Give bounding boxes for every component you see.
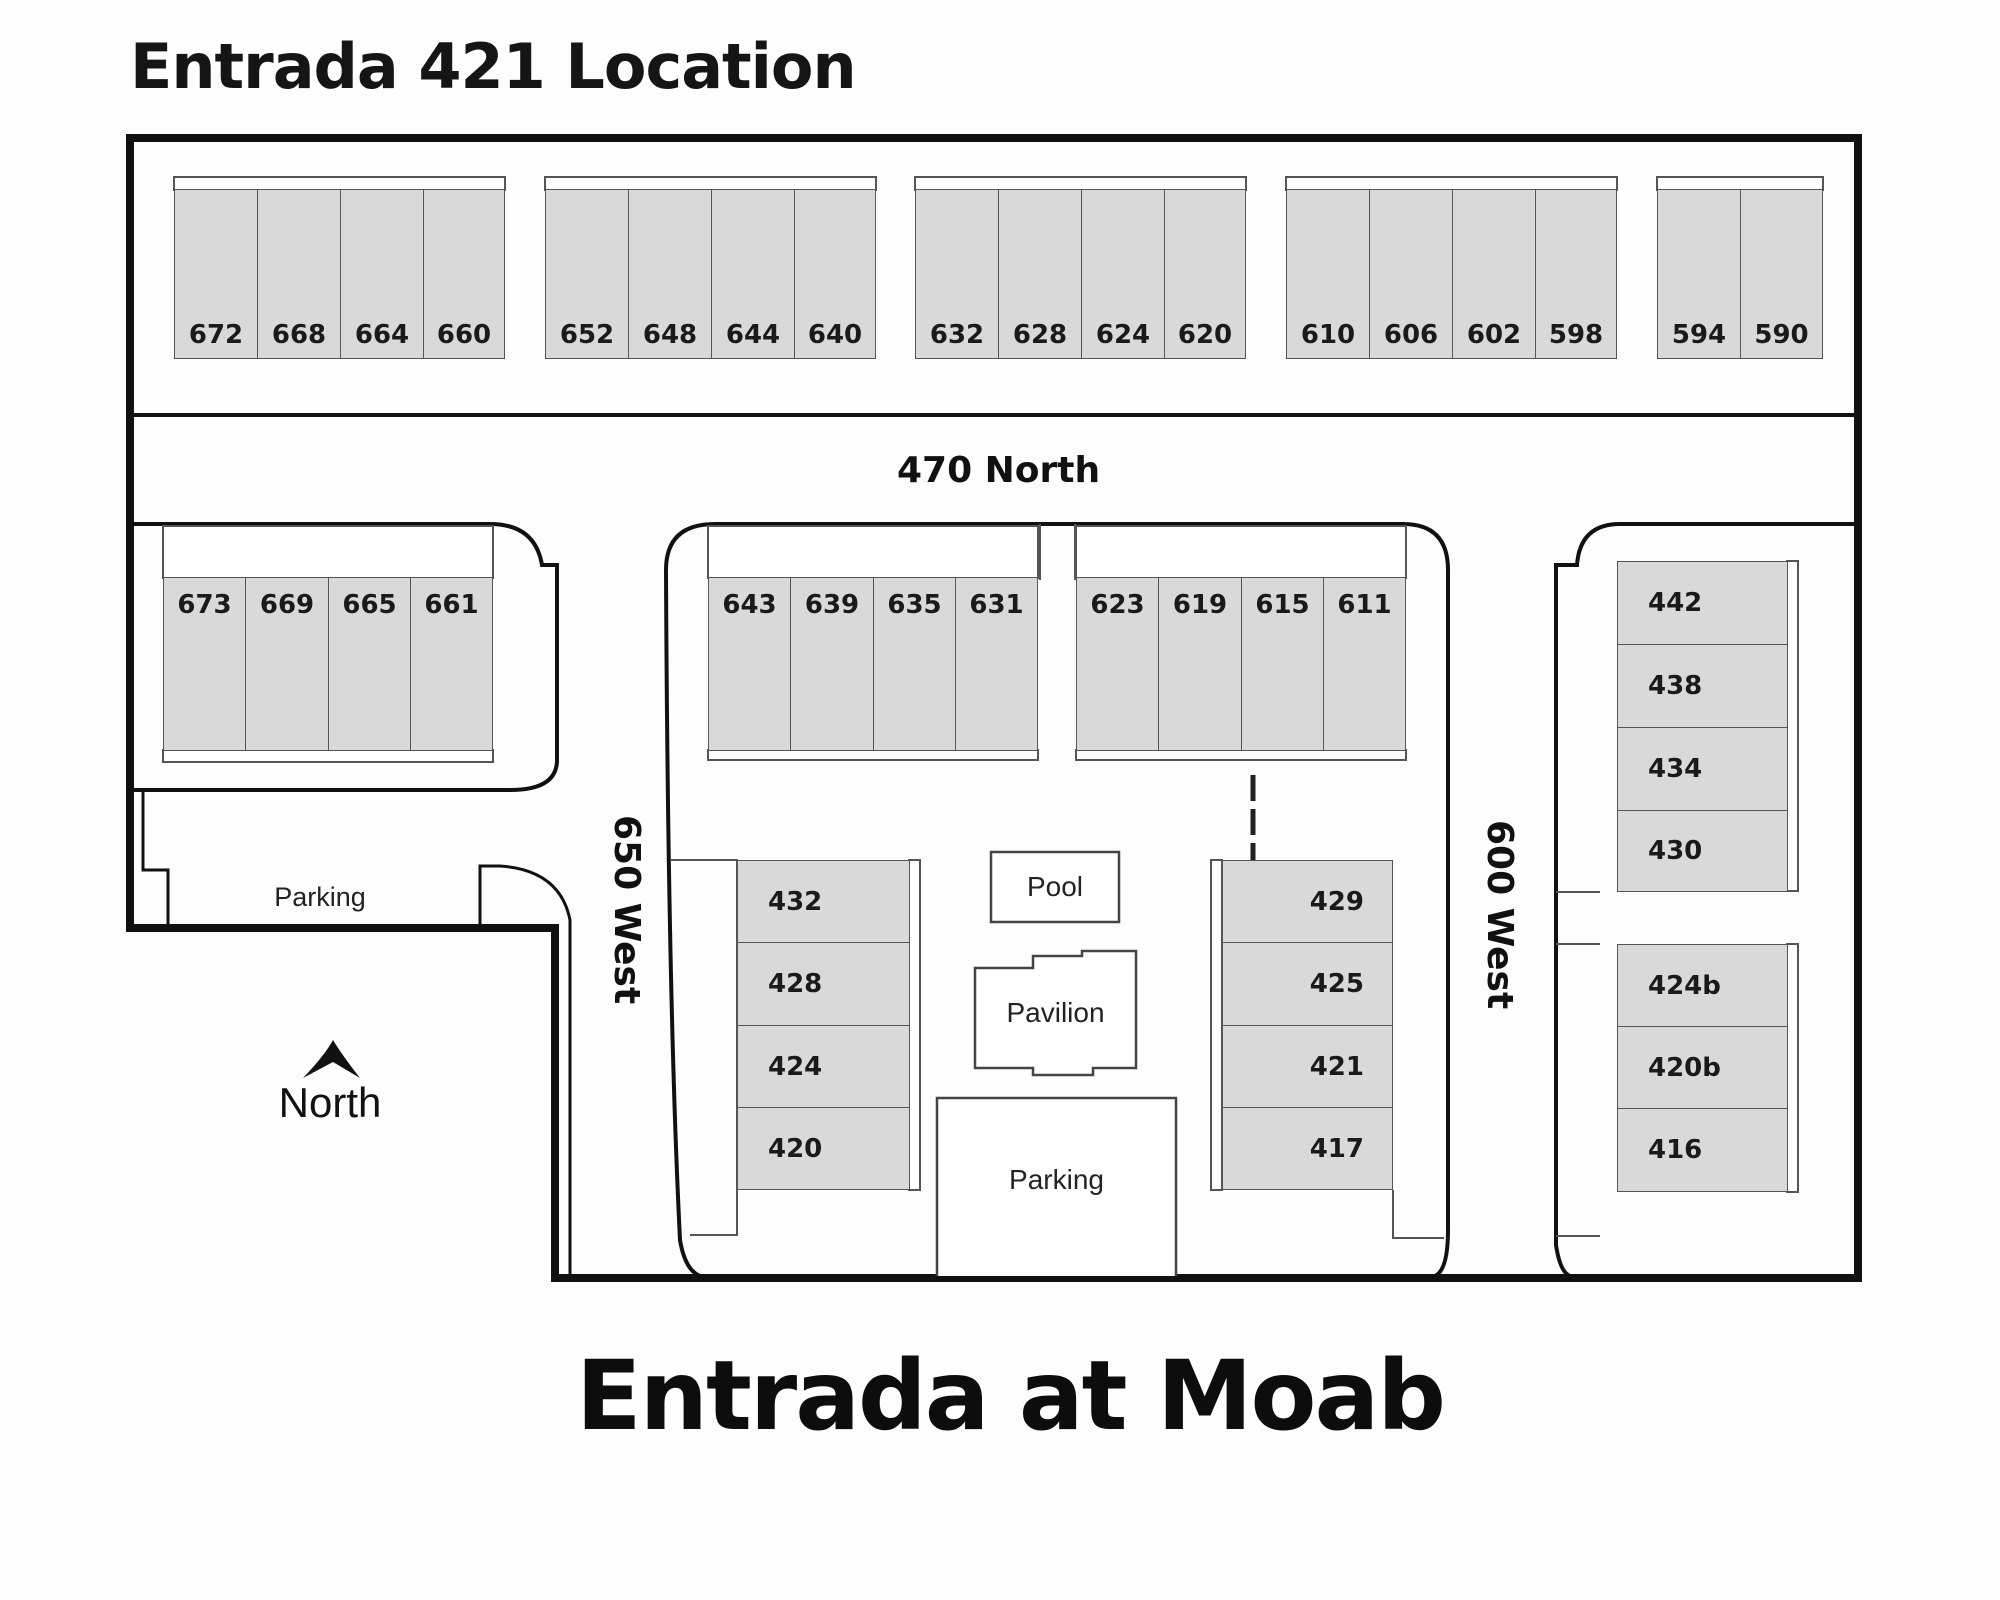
- unit-420b[interactable]: 420b: [1617, 1026, 1788, 1109]
- unit-594[interactable]: 594: [1657, 189, 1741, 359]
- unit-620[interactable]: 620: [1164, 189, 1246, 359]
- unit-420[interactable]: 420: [737, 1107, 910, 1190]
- street-470-north: 470 North: [897, 450, 1101, 491]
- unit-421[interactable]: 421: [1222, 1025, 1393, 1108]
- north-label: North: [278, 1079, 382, 1126]
- unit-635[interactable]: 635: [873, 577, 956, 751]
- unit-639[interactable]: 639: [790, 577, 874, 751]
- unit-669[interactable]: 669: [245, 577, 329, 751]
- unit-640[interactable]: 640: [794, 189, 876, 359]
- unit-442[interactable]: 442: [1617, 561, 1788, 645]
- street-600-west: 600 West: [1479, 820, 1520, 1010]
- unit-672[interactable]: 672: [174, 189, 258, 359]
- unit-632[interactable]: 632: [915, 189, 999, 359]
- unit-590[interactable]: 590: [1740, 189, 1823, 359]
- unit-619[interactable]: 619: [1158, 577, 1242, 751]
- unit-628[interactable]: 628: [998, 189, 1082, 359]
- unit-598[interactable]: 598: [1535, 189, 1617, 359]
- unit-615[interactable]: 615: [1241, 577, 1324, 751]
- unit-602[interactable]: 602: [1452, 189, 1536, 359]
- unit-624[interactable]: 624: [1081, 189, 1165, 359]
- unit-606[interactable]: 606: [1369, 189, 1453, 359]
- unit-434[interactable]: 434: [1617, 727, 1788, 811]
- pavilion-shape: [973, 949, 1138, 1077]
- unit-631[interactable]: 631: [955, 577, 1038, 751]
- footer-title: Entrada at Moab: [576, 1340, 1446, 1452]
- parking-box: [935, 1096, 1178, 1276]
- pool[interactable]: Pool: [1026, 871, 1084, 902]
- unit-623[interactable]: 623: [1076, 577, 1159, 751]
- page-title: Entrada 421 Location: [130, 30, 857, 103]
- unit-416[interactable]: 416: [1617, 1108, 1788, 1192]
- unit-417[interactable]: 417: [1222, 1107, 1393, 1190]
- unit-611[interactable]: 611: [1323, 577, 1406, 751]
- parking-label-left: Parking: [274, 881, 366, 912]
- parking-center[interactable]: Parking: [1009, 1164, 1104, 1195]
- unit-424[interactable]: 424: [737, 1025, 910, 1108]
- north-arrow-icon: [303, 1040, 360, 1078]
- unit-668[interactable]: 668: [257, 189, 341, 359]
- unit-648[interactable]: 648: [628, 189, 712, 359]
- unit-424b[interactable]: 424b: [1617, 944, 1788, 1027]
- unit-661[interactable]: 661: [410, 577, 493, 751]
- unit-432[interactable]: 432: [737, 860, 910, 943]
- unit-428[interactable]: 428: [737, 942, 910, 1026]
- unit-429[interactable]: 429: [1222, 860, 1393, 943]
- unit-643[interactable]: 643: [708, 577, 791, 751]
- unit-664[interactable]: 664: [340, 189, 424, 359]
- pavilion[interactable]: Pavilion: [1006, 997, 1105, 1028]
- unit-660[interactable]: 660: [423, 189, 505, 359]
- unit-665[interactable]: 665: [328, 577, 411, 751]
- unit-644[interactable]: 644: [711, 189, 795, 359]
- street-650-west: 650 West: [606, 815, 647, 1005]
- unit-673[interactable]: 673: [163, 577, 246, 751]
- unit-438[interactable]: 438: [1617, 644, 1788, 728]
- unit-425[interactable]: 425: [1222, 942, 1393, 1026]
- unit-652[interactable]: 652: [545, 189, 629, 359]
- unit-430[interactable]: 430: [1617, 810, 1788, 892]
- pool-shape: [989, 850, 1121, 924]
- unit-610[interactable]: 610: [1286, 189, 1370, 359]
